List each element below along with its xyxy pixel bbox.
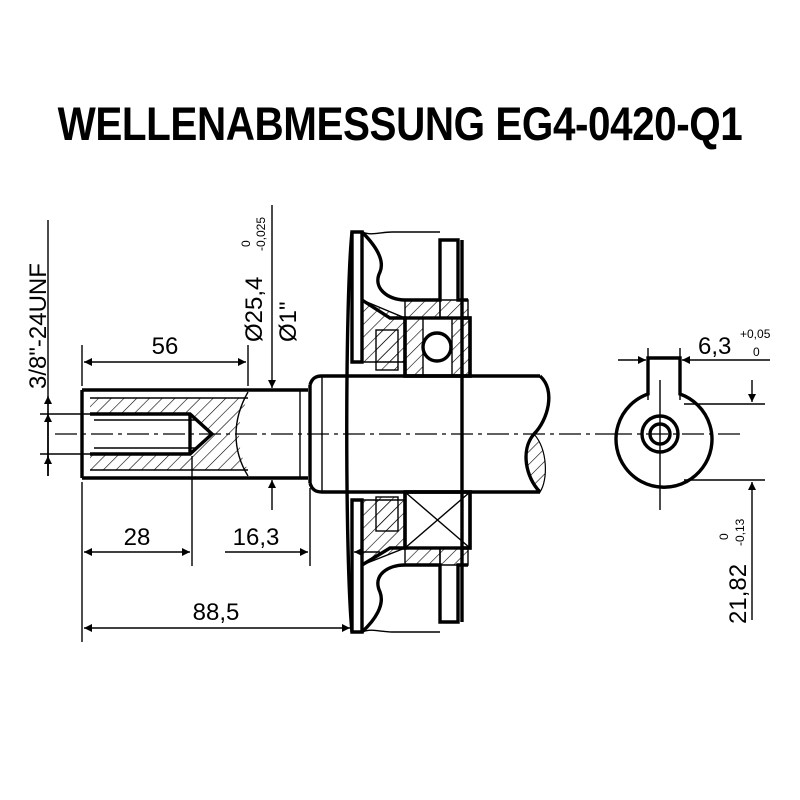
dim-keyway-height (684, 380, 765, 620)
diameter-main-tol-lower: -0,025 (254, 217, 268, 251)
dim-56 (81, 345, 249, 386)
length-56-label: 56 (152, 333, 179, 360)
dim-88-5 (81, 566, 350, 642)
length-88-5-label: 88,5 (193, 599, 240, 626)
dim-thread (40, 220, 92, 476)
keyway-width-label: 6,3 (698, 333, 731, 360)
shaft (80, 374, 551, 494)
diameter-main-tol-upper: 0 (239, 240, 253, 247)
length-28-label: 28 (124, 524, 151, 551)
diameter-inch-label: Ø1" (275, 301, 302, 342)
drawing-title: WELLENABMESSUNG EG4-0420-Q1 (57, 97, 743, 150)
dim-28 (81, 456, 193, 566)
keyway-section (614, 356, 714, 510)
diameter-main-label: Ø25,4 (241, 277, 268, 342)
housing-flange (345, 230, 472, 634)
dim-16-3 (225, 488, 380, 566)
keyway-height-tol-lower: -0,13 (733, 518, 747, 546)
thread-label: 3/8"-24UNF (25, 263, 52, 389)
length-16-3-label: 16,3 (233, 524, 280, 551)
keyway-height-label: 21,82 (725, 564, 752, 624)
dim-keyway-width (618, 348, 770, 400)
keyway-width-tol-lower: 0 (753, 345, 760, 359)
bearing-upper (375, 316, 472, 378)
keyway-height-tol-upper: 0 (717, 533, 731, 540)
keyway-width-tol-upper: +0,05 (740, 327, 771, 341)
